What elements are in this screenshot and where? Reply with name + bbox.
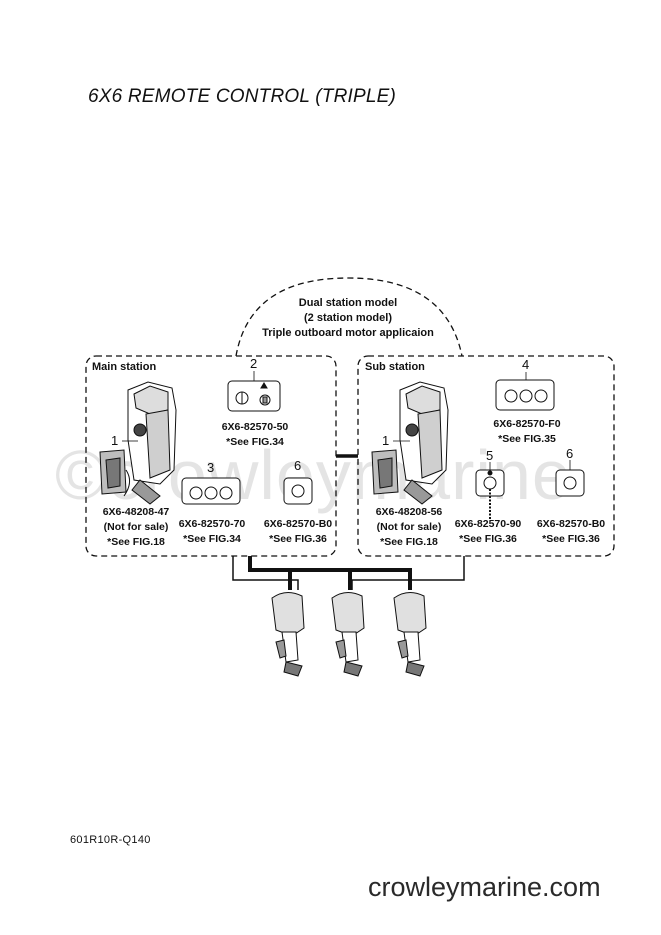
main-item-1-number: 1 (111, 433, 119, 448)
sub-station-box (357, 355, 615, 557)
sub-item-1-number: 1 (382, 433, 390, 448)
sub-single-switch-panel (555, 469, 585, 497)
outboard-motor-1 (271, 592, 305, 677)
sub-item-4-number: 4 (522, 357, 530, 372)
sub-key-switch-panel (475, 469, 505, 520)
sub-item-6-ref: *See FIG.36 (542, 533, 600, 545)
main-key-switch-panel (227, 380, 281, 412)
main-item-3-label: 6X6-82570-70 *See FIG.34 (172, 517, 252, 547)
main-item-2-part: 6X6-82570-50 (221, 421, 289, 433)
header-line-1: Dual station model (298, 297, 398, 309)
header-line-3: Triple outboard motor applicaion (262, 327, 434, 339)
sub-item-4-part: 6X6-82570-F0 (493, 418, 561, 430)
main-single-switch-panel (283, 477, 313, 505)
main-remote-control-illustration (99, 381, 177, 505)
sub-item-1-ref: *See FIG.18 (380, 536, 438, 548)
main-station-label: Main station (92, 361, 157, 373)
sub-item-5-label: 6X6-82570-90 *See FIG.36 (448, 517, 528, 547)
main-item-3-number: 3 (207, 460, 215, 475)
main-item-2-label: 6X6-82570-50 *See FIG.34 (210, 420, 300, 450)
main-item-6-part: 6X6-82570-B0 (263, 518, 333, 530)
diagram-code: 601R10R-Q140 (70, 834, 151, 846)
sub-item-6-part: 6X6-82570-B0 (536, 518, 606, 530)
main-item-6-number: 6 (294, 458, 302, 473)
header-line-2: (2 station model) (303, 312, 392, 324)
main-item-1-ref: *See FIG.18 (107, 536, 165, 548)
header-arc (235, 277, 463, 357)
main-item-1-label: 6X6-48208-47 (Not for sale) *See FIG.18 (93, 505, 179, 550)
sub-item-5-part: 6X6-82570-90 (454, 518, 522, 530)
main-cable-thick (248, 556, 412, 590)
site-name: crowleymarine.com (368, 872, 601, 902)
main-item-6-label: 6X6-82570-B0 *See FIG.36 (256, 517, 340, 547)
sub-item-4-label: 6X6-82570-F0 *See FIG.35 (482, 417, 572, 447)
sub-item-5-number: 5 (486, 448, 494, 463)
outboard-motor-3 (393, 592, 427, 677)
main-triple-switch-panel (181, 477, 241, 505)
sub-triple-switch-panel (495, 379, 555, 411)
main-item-3-part: 6X6-82570-70 (178, 518, 246, 530)
main-item-1-part: 6X6-48208-47 (102, 506, 170, 518)
sub-item-5-ref: *See FIG.36 (459, 533, 517, 545)
main-item-2-ref: *See FIG.34 (226, 436, 284, 448)
sub-item-4-ref: *See FIG.35 (498, 433, 556, 445)
sub-item-1-label: 6X6-48208-56 (Not for sale) *See FIG.18 (366, 505, 452, 550)
sub-remote-control-illustration (371, 381, 449, 505)
sub-item-6-number: 6 (566, 446, 574, 461)
header-caption: Dual station model (2 station model) Tri… (232, 296, 464, 341)
main-item-1-note: (Not for sale) (103, 521, 169, 533)
page-title: 6X6 REMOTE CONTROL (TRIPLE) (88, 86, 397, 107)
main-item-3-ref: *See FIG.34 (183, 533, 241, 545)
sub-station-label: Sub station (365, 361, 425, 373)
main-item-6-ref: *See FIG.36 (269, 533, 327, 545)
main-cable-thin (232, 556, 299, 590)
outboard-motor-2 (331, 592, 365, 677)
sub-item-6-label: 6X6-82570-B0 *See FIG.36 (530, 517, 612, 547)
sub-item-1-note: (Not for sale) (376, 521, 442, 533)
main-item-2-number: 2 (250, 356, 258, 371)
sub-item-1-part: 6X6-48208-56 (375, 506, 443, 518)
